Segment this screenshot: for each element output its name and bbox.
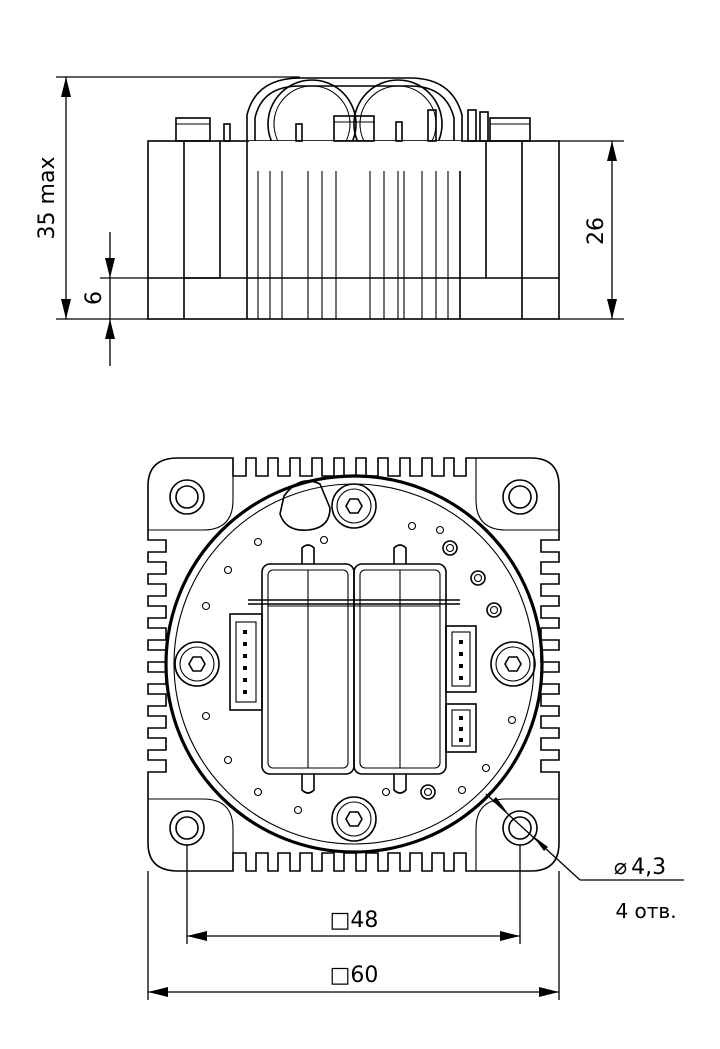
overall-size-label: 60 [350,963,378,988]
hole-spacing-label: 48 [350,908,378,933]
board-connectors [229,613,477,753]
square-symbol: □ [330,908,351,933]
connector-left [229,613,263,711]
connector-right-top [445,625,477,693]
dim-body-height-label: 26 [584,217,609,245]
mounting-hole-icon [169,810,205,846]
hex-screw-icon [331,796,377,842]
side-capacitors [246,77,463,171]
mounting-hole-icon [502,479,538,515]
hole-diameter-label: 4,3 [631,855,666,880]
dim-base-height-label: 6 [82,291,107,305]
hole-count-label: 4 отв. [615,899,676,923]
side-view: 35 max 6 26 [35,76,624,366]
round-board-outline [164,474,544,854]
diameter-symbol: ⌀ [614,855,627,880]
dim-overall-height: 35 max [35,76,300,320]
dim-base-height: 6 [82,232,148,366]
dim-overall-size: □60 [147,871,560,1000]
dim-hole-spacing: □48 [186,845,521,944]
hex-screws [174,483,536,842]
mounting-hole-icon [169,479,205,515]
top-view: ⌀4,3 4 отв. □48 □60 [147,457,684,1000]
mounting-hole-icon [502,810,538,846]
svg-text:□48: □48 [330,908,379,933]
hex-screw-icon [174,641,220,687]
hole-callout: ⌀4,3 4 отв. [485,793,684,923]
side-connectors [175,109,531,142]
capacitor-modules [248,544,460,794]
svg-text:⌀4,3: ⌀4,3 [614,855,666,880]
square-symbol: □ [330,963,351,988]
hex-screw-icon [490,641,536,687]
board-vias [201,521,517,815]
dim-overall-height-label: 35 max [35,157,60,240]
board-slot [279,480,331,531]
corner-bosses [148,458,559,871]
svg-text:□60: □60 [330,963,379,988]
hex-screw-icon [331,483,377,529]
connector-right-bottom [445,703,477,753]
dim-body-height: 26 [559,140,624,320]
